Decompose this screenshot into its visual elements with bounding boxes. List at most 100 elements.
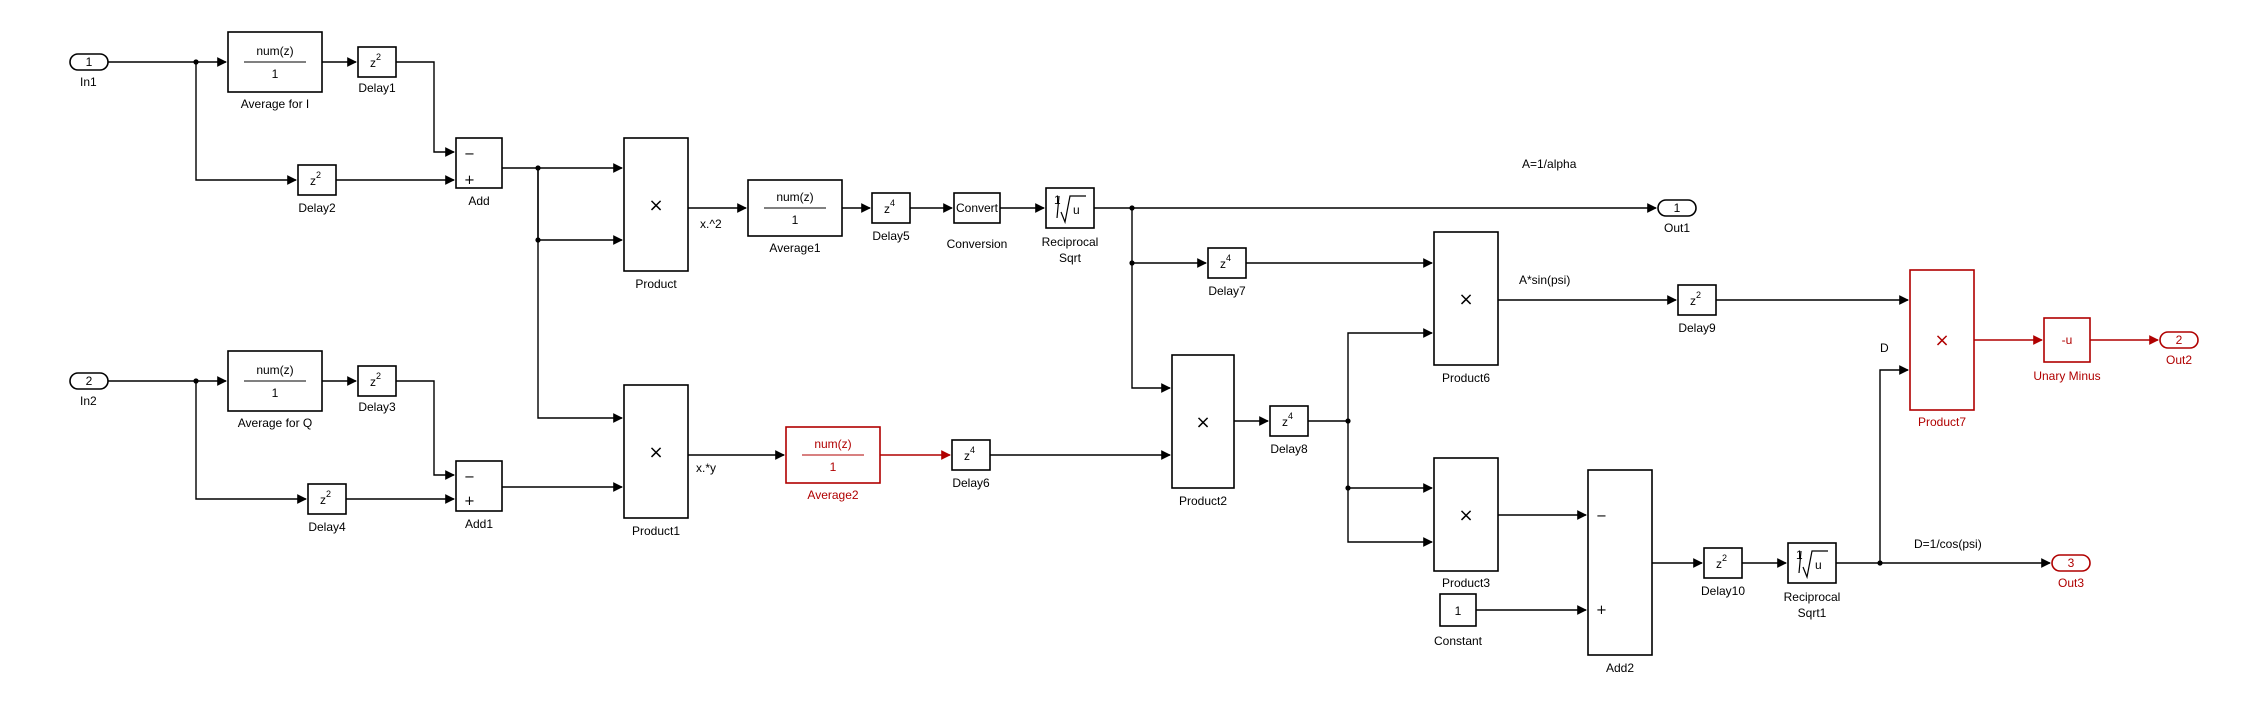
block-label: Delay8 (1270, 442, 1308, 456)
outport-out3[interactable]: 3 Out3 (2051, 554, 2091, 590)
wire-delay3-add1[interactable] (396, 380, 455, 480)
svg-text:z2: z2 (1690, 290, 1701, 308)
wire-in2-delay4[interactable] (195, 381, 307, 504)
block-label: Out1 (1664, 221, 1690, 235)
product6[interactable]: × Product6 (1433, 231, 1499, 385)
svg-text:-u: -u (2062, 333, 2073, 347)
svg-text:×: × (648, 195, 663, 216)
outport-out2[interactable]: 2 Out2 (2159, 331, 2199, 367)
port-number: 2 (86, 374, 93, 388)
signal-label-x-squared: x.^2 (700, 217, 722, 231)
svg-text:×: × (1934, 330, 1949, 351)
delay9[interactable]: z2 Delay9 (1677, 284, 1717, 335)
wire-delay8-product3-b[interactable] (1347, 488, 1433, 547)
delay4[interactable]: z2 Delay4 (307, 483, 347, 534)
signal-label-a-sin-psi: A*sin(psi) (1519, 273, 1570, 287)
svg-text:Convert: Convert (956, 201, 999, 215)
port-number: 1 (86, 55, 93, 69)
wire-in1-delay2[interactable] (195, 62, 297, 185)
reciprocal-sqrt1[interactable]: 1 u Reciprocal Sqrt1 (1784, 542, 1841, 620)
delay1[interactable]: z2 Delay1 (357, 46, 397, 95)
wire-rsqrt-delay7[interactable] (1131, 208, 1207, 268)
delay6[interactable]: z4 Delay6 (951, 439, 991, 490)
signal-label-d: D (1880, 341, 1889, 355)
tf-average-for-i[interactable]: num(z) 1 Average for I (227, 31, 323, 111)
svg-text:1: 1 (792, 213, 799, 227)
svg-text:num(z): num(z) (256, 363, 293, 377)
wire-add-product-2[interactable] (537, 168, 623, 245)
inport-in2[interactable]: 2 In2 (69, 372, 109, 408)
svg-text:z4: z4 (884, 198, 895, 216)
wire-delay8-product6[interactable] (1308, 328, 1433, 422)
svg-text:1: 1 (272, 67, 279, 81)
svg-text:z4: z4 (964, 445, 975, 463)
svg-text:×: × (648, 442, 663, 463)
block-label: Reciprocal (1042, 235, 1099, 249)
wire-delay1-add[interactable] (396, 61, 455, 157)
svg-text:1: 1 (1796, 548, 1803, 562)
block-label: Product1 (632, 524, 680, 538)
wire-rsqrt-product2[interactable] (1131, 263, 1171, 393)
svg-text:−: − (464, 470, 475, 485)
inport-in1[interactable]: 1 In1 (69, 53, 109, 89)
svg-text:1: 1 (272, 386, 279, 400)
signal-lines (108, 57, 2159, 615)
tf-average-for-q[interactable]: num(z) 1 Average for Q (227, 350, 323, 430)
block-label: Product3 (1442, 576, 1490, 590)
delay10[interactable]: z2 Delay10 (1701, 547, 1745, 598)
sum-add[interactable]: − + Add (455, 137, 503, 208)
block-label: Out2 (2166, 353, 2192, 367)
svg-text:1: 1 (1054, 193, 1061, 207)
constant-block[interactable]: 1 Constant (1434, 593, 1483, 648)
sum-add1[interactable]: − + Add1 (455, 460, 503, 531)
port-number: 1 (1674, 201, 1681, 215)
wire-rsqrt1-product7[interactable] (1879, 365, 1909, 563)
product3[interactable]: × Product3 (1433, 457, 1499, 590)
block-label: Reciprocal (1784, 590, 1841, 604)
product7[interactable]: × Product7 (1909, 269, 1975, 429)
block-label: Product (635, 277, 677, 291)
delay5[interactable]: z4 Delay5 (871, 192, 911, 243)
tf-average1[interactable]: num(z) 1 Average1 (747, 179, 843, 255)
block-label: Average for Q (238, 416, 312, 430)
block-label: Average2 (807, 488, 858, 502)
block-label: In1 (80, 75, 97, 89)
block-label: Average for I (241, 97, 309, 111)
branch-points (193, 59, 1883, 566)
svg-text:1: 1 (830, 460, 837, 474)
tf-average2[interactable]: num(z) 1 Average2 (785, 426, 881, 502)
outport-out1[interactable]: 1 Out1 (1657, 199, 1697, 235)
delay7[interactable]: z4 Delay7 (1207, 247, 1247, 298)
product1[interactable]: × Product1 (623, 384, 689, 538)
svg-text:z4: z4 (1282, 411, 1293, 429)
svg-text:num(z): num(z) (814, 437, 851, 451)
wire-add-product1[interactable] (537, 168, 623, 423)
block-label: Unary Minus (2033, 369, 2100, 383)
reciprocal-sqrt[interactable]: 1 u Reciprocal Sqrt (1042, 187, 1099, 265)
svg-text:z4: z4 (1220, 253, 1231, 271)
svg-text:×: × (1458, 505, 1473, 526)
sum-add2[interactable]: − + Add2 (1587, 469, 1653, 675)
unary-minus-block[interactable]: -u Unary Minus (2033, 317, 2101, 383)
svg-text:num(z): num(z) (776, 190, 813, 204)
block-label: Delay10 (1701, 584, 1745, 598)
block-label: Average1 (769, 241, 820, 255)
delay3[interactable]: z2 Delay3 (357, 365, 397, 414)
svg-text:z2: z2 (310, 170, 321, 188)
product[interactable]: × Product (623, 137, 689, 291)
product2[interactable]: × Product2 (1171, 354, 1235, 508)
port-number: 2 (2176, 333, 2183, 347)
svg-text:z2: z2 (370, 52, 381, 70)
block-label: Delay1 (358, 81, 396, 95)
svg-text:z2: z2 (1716, 553, 1727, 571)
svg-text:u: u (1815, 558, 1822, 572)
delay2[interactable]: z2 Delay2 (297, 164, 337, 215)
svg-text:u: u (1073, 203, 1080, 217)
delay8[interactable]: z4 Delay8 (1269, 405, 1309, 456)
block-label: Conversion (947, 237, 1008, 251)
wire-delay8-product3-a[interactable] (1347, 421, 1433, 493)
data-type-conversion[interactable]: Convert Conversion (947, 192, 1008, 251)
block-label-line2: Sqrt1 (1798, 606, 1827, 620)
svg-text:−: − (1596, 509, 1607, 524)
